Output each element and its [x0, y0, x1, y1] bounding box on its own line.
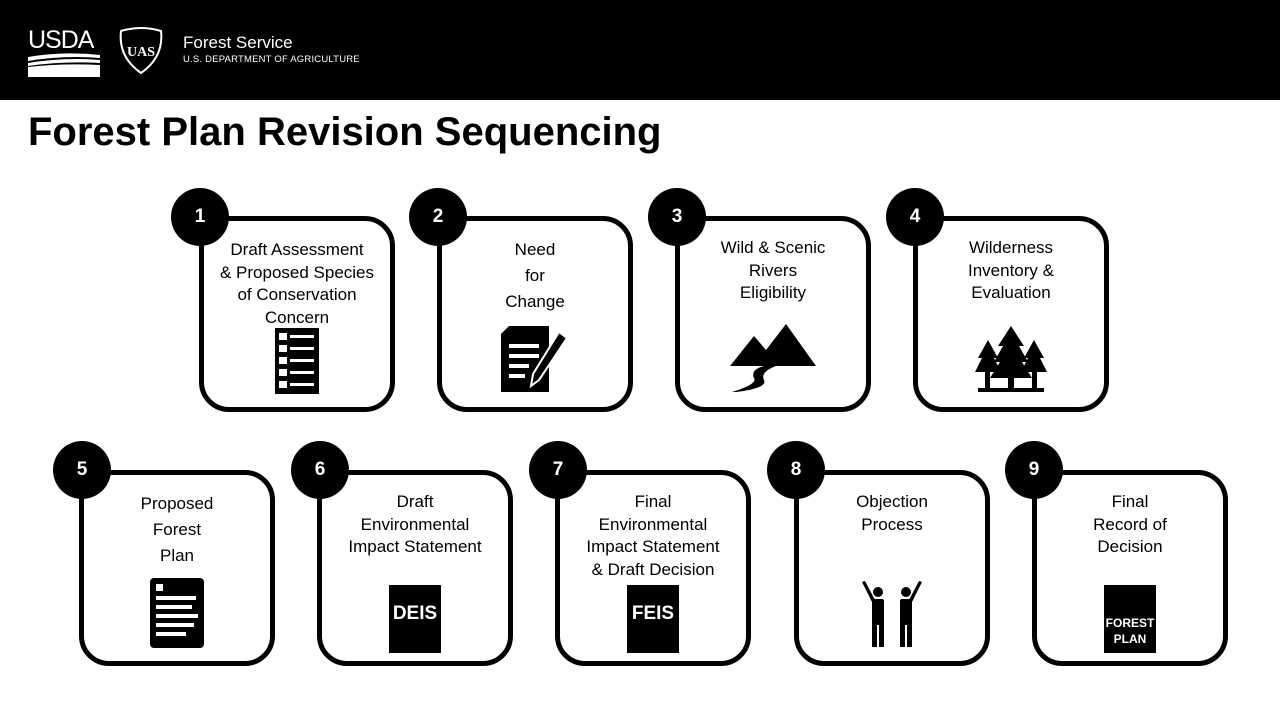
cover-title: FEIS [631, 603, 675, 624]
step-number-9: 9 [1005, 441, 1063, 499]
step-number-3: 3 [648, 188, 706, 246]
step-card-4: Wilderness Inventory & Evaluation [913, 216, 1109, 412]
usda-logo: USDA [28, 27, 100, 77]
step-label: Final Environmental Impact Statement & D… [586, 492, 720, 579]
feis-cover-icon: FEIS [627, 585, 679, 653]
step-number-5: 5 [53, 441, 111, 499]
step-number-6: 6 [291, 441, 349, 499]
step-number-8: 8 [767, 441, 825, 499]
checklist-icon [275, 328, 319, 399]
step-label: Wilderness Inventory & Evaluation [968, 238, 1054, 302]
document-icon [150, 578, 204, 653]
step-card-5: Proposed Forest Plan [79, 470, 275, 666]
step-card-1: Draft Assessment & Proposed Species of C… [199, 216, 395, 412]
usda-logo-text: USDA [28, 26, 94, 54]
step-label: Wild & Scenic Rivers Eligibility [720, 238, 826, 302]
trees-icon [974, 326, 1048, 399]
cover-title: DEIS [392, 603, 438, 624]
step-number-1: 1 [171, 188, 229, 246]
agency-name: Forest Service [183, 33, 293, 52]
step-card-8: Objection Process [794, 470, 990, 666]
shield-text: UAS [127, 45, 155, 60]
people-raising-hands-icon [861, 578, 923, 653]
step-label: Final Record of Decision [1093, 492, 1167, 556]
deis-cover-icon: DEIS [389, 585, 441, 653]
step-label: Proposed Forest Plan [140, 494, 214, 565]
step-label: Objection Process [856, 492, 928, 534]
step-label: Draft Environmental Impact Statement [348, 492, 482, 556]
step-card-6: Draft Environmental Impact Statement DEI… [317, 470, 513, 666]
mountain-river-icon [730, 322, 816, 399]
cover-title: FOREST PLAN [1105, 616, 1155, 646]
forest-service-shield-icon: UAS [118, 27, 164, 80]
department-name: U.S. DEPARTMENT OF AGRICULTURE [183, 54, 360, 65]
forest-plan-cover-icon: FOREST PLAN [1104, 585, 1156, 653]
document-pencil-icon [501, 326, 569, 399]
step-card-2: Need for Change [437, 216, 633, 412]
step-label: Need for Change [505, 240, 565, 311]
header-bar: USDA UAS Forest Service U.S. DEPARTMENT … [0, 0, 1280, 100]
step-number-2: 2 [409, 188, 467, 246]
step-card-3: Wild & Scenic Rivers Eligibility [675, 216, 871, 412]
step-number-7: 7 [529, 441, 587, 499]
step-number-4: 4 [886, 188, 944, 246]
step-card-9: Final Record of Decision FOREST PLAN [1032, 470, 1228, 666]
step-card-7: Final Environmental Impact Statement & D… [555, 470, 751, 666]
page-title: Forest Plan Revision Sequencing [28, 110, 662, 154]
step-label: Draft Assessment & Proposed Species of C… [219, 240, 375, 327]
